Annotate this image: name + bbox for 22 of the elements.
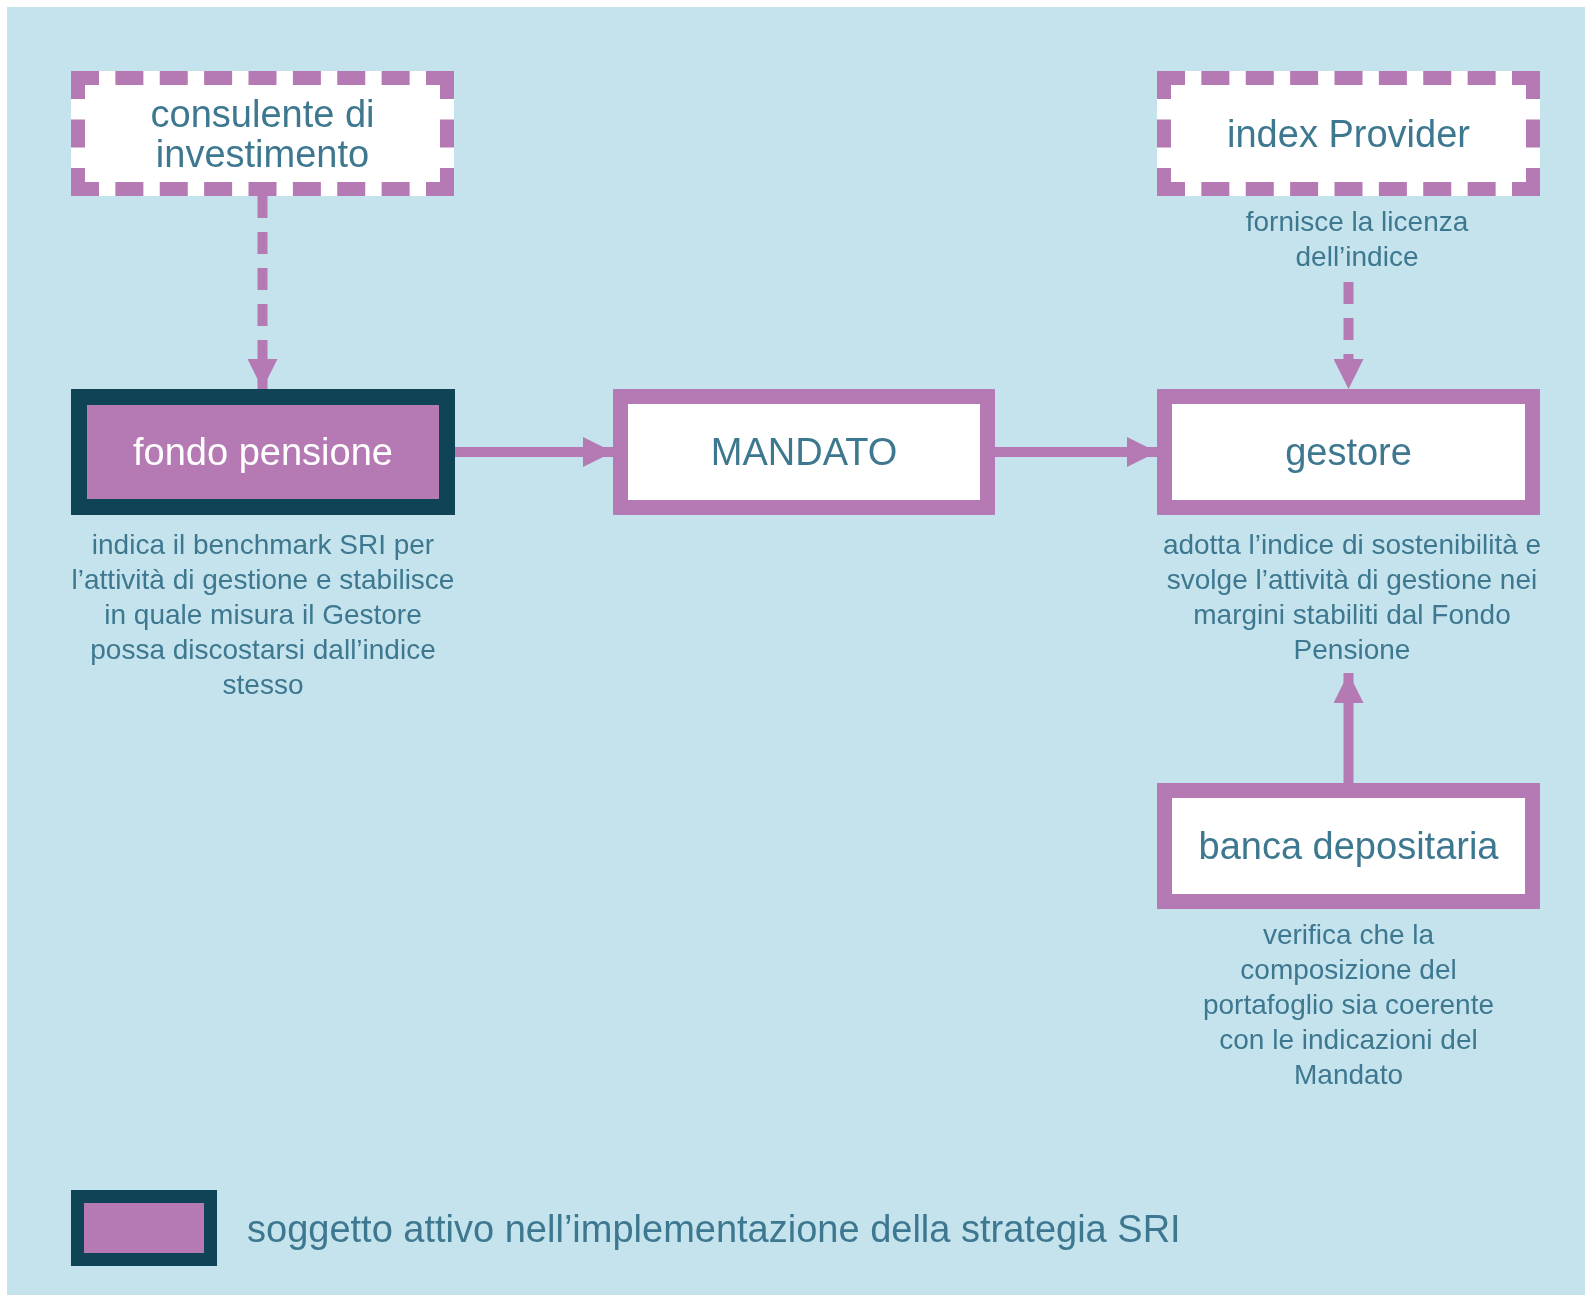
node-note: fornisce la licenza dell’indice bbox=[1244, 205, 1470, 274]
process-box bbox=[71, 389, 455, 515]
node-note: adotta l’indice di sostenibilità e svolge l’attività di gestione nei margini stabiliti dal Fondo Pensione bbox=[1161, 528, 1543, 667]
arrow bbox=[455, 437, 613, 467]
node-note: verifica che la composizione del portafoglio sia coerente con le indicazioni del Mandato bbox=[1201, 918, 1496, 1092]
arrow bbox=[1333, 282, 1364, 389]
node-label: banca depositaria bbox=[1198, 826, 1499, 866]
arrow bbox=[995, 437, 1157, 467]
arrow bbox=[247, 196, 278, 389]
arrow bbox=[1333, 673, 1364, 783]
node-label: fondo pensione bbox=[133, 432, 393, 472]
node-label: MANDATO bbox=[710, 432, 898, 472]
process-box bbox=[613, 389, 995, 515]
process-box bbox=[1157, 389, 1540, 515]
dashed-box bbox=[1157, 71, 1540, 196]
dashed-box bbox=[71, 71, 454, 196]
legend-label: soggetto attivo nell’implementazione della strategia SRI bbox=[247, 1207, 1181, 1251]
node-label: index Provider bbox=[1227, 113, 1470, 154]
process-box bbox=[1157, 783, 1540, 909]
node-label: consulente di investimento bbox=[149, 93, 376, 174]
node-note: indica il benchmark SRI per l’attività di gestione e stabilisce in quale misura il Gestore possa discostarsi dall’indice stesso bbox=[71, 528, 455, 702]
node-label: gestore bbox=[1285, 432, 1412, 472]
